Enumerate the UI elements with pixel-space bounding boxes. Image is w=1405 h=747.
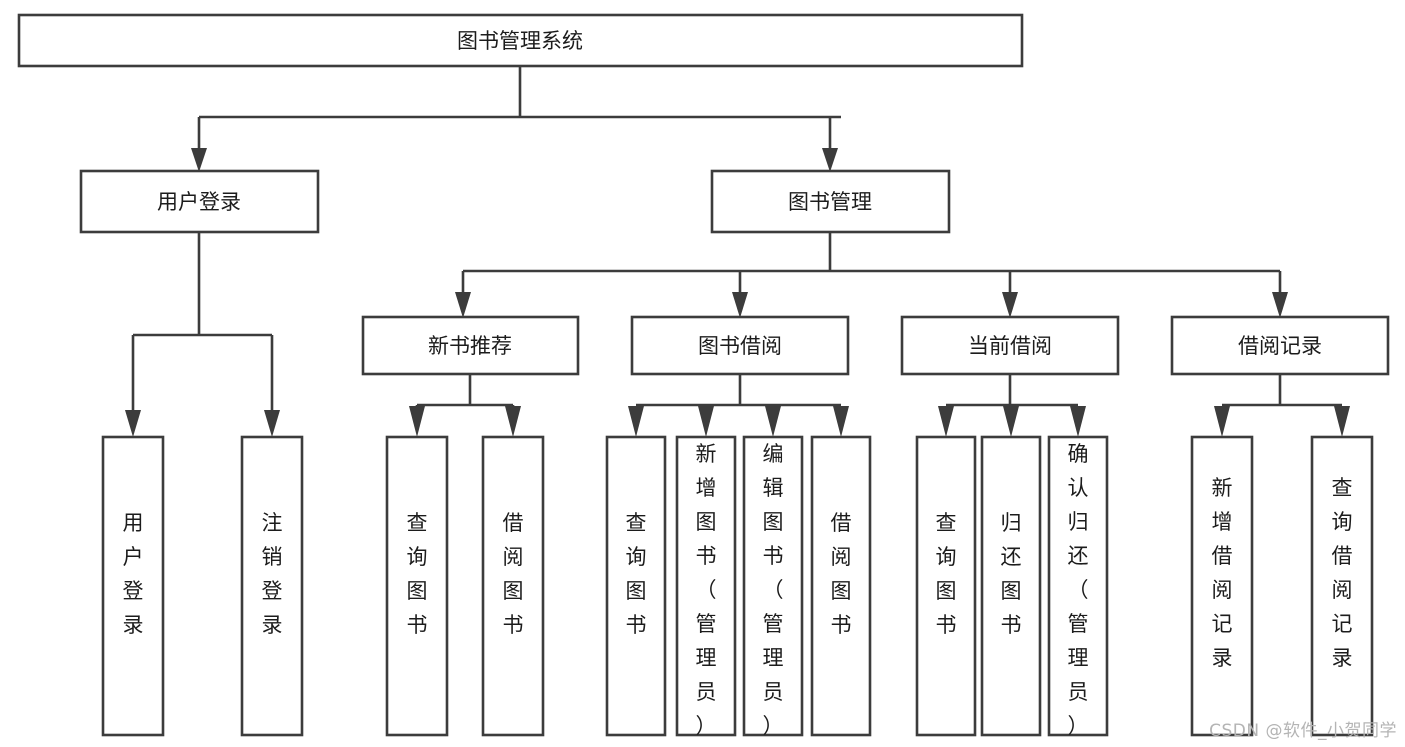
node-leaf-query-record-box[interactable]: [1310, 435, 1374, 737]
node-book-management[interactable]: 图书管理: [710, 169, 951, 234]
arrowhead-user-login: [191, 148, 207, 172]
node-borrow-record-box[interactable]: [1170, 315, 1390, 376]
node-user-login-box[interactable]: [79, 169, 320, 234]
node-leaf-add-record-box[interactable]: [1190, 435, 1254, 737]
arrowhead-leaf-borrow-book-1: [505, 406, 521, 437]
node-user-login-label: 用户登录: [157, 190, 241, 214]
node-root-box[interactable]: [17, 13, 1024, 68]
node-leaf-add-record-label: 新增借阅记录: [1212, 476, 1233, 670]
connector-layer: [125, 66, 1350, 437]
node-leaf-query-book-3-box[interactable]: [915, 435, 977, 737]
arrowhead-current-borrow: [1002, 292, 1018, 318]
arrowhead-borrow-record: [1272, 292, 1288, 318]
arrowhead-leaf-borrow-book-2: [833, 406, 849, 437]
node-leaf-user-login[interactable]: 用户登录: [101, 435, 165, 737]
node-leaf-query-book-3[interactable]: 查询图书: [915, 435, 977, 737]
node-user-login[interactable]: 用户登录: [79, 169, 320, 234]
node-root-label: 图书管理系统: [457, 29, 583, 53]
node-leaf-user-login-box[interactable]: [101, 435, 165, 737]
node-leaf-edit-book-box[interactable]: [742, 435, 804, 737]
arrowhead-leaf-query-book-1: [409, 406, 425, 437]
node-leaf-edit-book-label: 编辑图书（管理员）: [763, 442, 784, 738]
node-book-management-label: 图书管理: [788, 190, 872, 214]
node-book-borrow[interactable]: 图书借阅: [630, 315, 850, 376]
arrowhead-leaf-add-book: [698, 406, 714, 437]
node-leaf-borrow-book-1[interactable]: 借阅图书: [481, 435, 545, 737]
node-leaf-return-book-label: 归还图书: [1001, 511, 1022, 637]
node-leaf-user-logout[interactable]: 注销登录: [240, 435, 304, 737]
node-current-borrow[interactable]: 当前借阅: [900, 315, 1120, 376]
node-current-borrow-box[interactable]: [900, 315, 1120, 376]
node-leaf-query-book-1-label: 查询图书: [407, 511, 428, 637]
node-book-borrow-box[interactable]: [630, 315, 850, 376]
node-leaf-query-book-1[interactable]: 查询图书: [385, 435, 449, 737]
node-leaf-borrow-book-2[interactable]: 借阅图书: [810, 435, 872, 737]
node-leaf-add-book-label: 新增图书（管理员）: [696, 442, 717, 738]
arrowhead-leaf-edit-book: [765, 406, 781, 437]
node-leaf-query-record[interactable]: 查询借阅记录: [1310, 435, 1374, 737]
node-new-book-recommend-label: 新书推荐: [428, 334, 512, 358]
node-new-book-recommend[interactable]: 新书推荐: [361, 315, 580, 376]
node-leaf-return-book-box[interactable]: [980, 435, 1042, 737]
node-leaf-confirm-return[interactable]: 确认归还（管理员）: [1047, 435, 1109, 738]
arrowhead-book-management: [822, 148, 838, 172]
arrowhead-book-borrow: [732, 292, 748, 318]
node-leaf-return-book[interactable]: 归还图书: [980, 435, 1042, 737]
node-leaf-borrow-book-2-label: 借阅图书: [831, 511, 852, 637]
node-leaf-user-login-label: 用户登录: [123, 511, 144, 637]
node-leaf-query-book-3-label: 查询图书: [936, 511, 957, 637]
arrowhead-leaf-add-record: [1214, 406, 1230, 437]
arrowhead-leaf-confirm-return: [1070, 406, 1086, 437]
arrowhead-new-book: [455, 292, 471, 318]
node-leaf-borrow-book-1-box[interactable]: [481, 435, 545, 737]
node-leaf-query-book-2[interactable]: 查询图书: [605, 435, 667, 737]
arrowhead-leaf-user-logout: [264, 410, 280, 437]
node-leaf-add-book[interactable]: 新增图书（管理员）: [675, 435, 737, 738]
node-borrow-record[interactable]: 借阅记录: [1170, 315, 1390, 376]
arrowhead-leaf-query-book-2: [628, 406, 644, 437]
node-leaf-user-logout-box[interactable]: [240, 435, 304, 737]
node-leaf-confirm-return-label: 确认归还（管理员）: [1068, 442, 1089, 738]
node-book-management-box[interactable]: [710, 169, 951, 234]
node-leaf-query-book-1-box[interactable]: [385, 435, 449, 737]
node-leaf-borrow-book-1-label: 借阅图书: [503, 511, 524, 637]
arrowhead-leaf-user-login: [125, 410, 141, 437]
arrowhead-leaf-return-book: [1003, 406, 1019, 437]
node-leaf-add-record[interactable]: 新增借阅记录: [1190, 435, 1254, 737]
node-leaf-query-record-label: 查询借阅记录: [1332, 476, 1353, 670]
node-book-borrow-label: 图书借阅: [698, 334, 782, 358]
node-leaf-user-logout-label: 注销登录: [262, 511, 283, 637]
node-root[interactable]: 图书管理系统: [17, 13, 1024, 68]
node-current-borrow-label: 当前借阅: [968, 334, 1052, 358]
node-leaf-query-book-2-label: 查询图书: [626, 511, 647, 637]
node-leaf-confirm-return-box[interactable]: [1047, 435, 1109, 737]
arrowhead-leaf-query-record: [1334, 406, 1350, 437]
arrowhead-leaf-query-book-3: [938, 406, 954, 437]
node-leaf-add-book-box[interactable]: [675, 435, 737, 737]
node-leaf-borrow-book-2-box[interactable]: [810, 435, 872, 737]
node-leaf-query-book-2-box[interactable]: [605, 435, 667, 737]
node-new-book-recommend-box[interactable]: [361, 315, 580, 376]
node-borrow-record-label: 借阅记录: [1238, 334, 1322, 358]
node-leaf-edit-book[interactable]: 编辑图书（管理员）: [742, 435, 804, 738]
